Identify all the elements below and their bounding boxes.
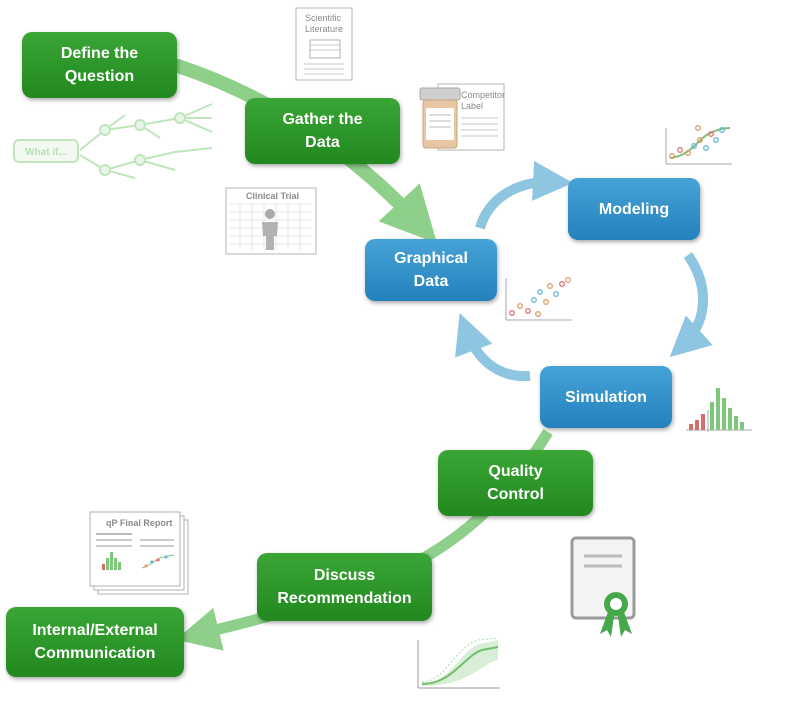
final-report-icon: qP Final Report — [89, 511, 189, 595]
arrow-simulation-to-graphical — [455, 313, 531, 382]
arrow-graphical-to-modeling — [475, 160, 573, 230]
step-label: Gather the — [282, 111, 363, 128]
arrow-modeling-to-simulation — [669, 252, 713, 358]
scientific-literature-icon: Scientific Literature — [295, 7, 353, 81]
step-label: Data — [305, 134, 340, 151]
step-label: Simulation — [565, 388, 647, 406]
competitor-label-icon: Competitor Label — [419, 83, 505, 151]
clinical-trial-icon: Clinical Trial — [225, 187, 317, 255]
step-label: Question — [64, 68, 135, 85]
graphical-scatter-icon — [505, 277, 572, 321]
modeling-plot-icon — [665, 125, 732, 165]
simulation-histogram-icon — [686, 388, 752, 432]
svg-text:Label: Label — [461, 101, 483, 111]
step-label: Define the — [60, 45, 139, 62]
step-label: Communication — [34, 645, 156, 662]
step-label: Data — [413, 273, 449, 290]
step-label: Discuss — [313, 567, 376, 584]
svg-text:Scientific: Scientific — [305, 13, 342, 23]
step-label: Graphical — [394, 250, 468, 267]
svg-text:Competitor: Competitor — [461, 90, 505, 100]
step-label: Modeling — [598, 200, 670, 218]
decision-tree-label: What if... — [25, 147, 67, 158]
svg-text:Literature: Literature — [305, 24, 343, 34]
svg-text:qP Final Report: qP Final Report — [106, 518, 172, 528]
certificate-icon — [570, 536, 636, 637]
step-modeling: Modeling — [568, 178, 700, 240]
decision-tree-icon — [13, 103, 213, 179]
svg-text:Clinical Trial: Clinical Trial — [246, 191, 299, 201]
step-label: Internal/External — [32, 622, 158, 639]
step-simulation: Simulation — [540, 366, 672, 428]
step-label: Recommendation — [277, 590, 412, 607]
prediction-band-plot-icon — [417, 637, 500, 689]
step-label: Quality — [488, 463, 543, 480]
step-label: Control — [487, 486, 544, 503]
